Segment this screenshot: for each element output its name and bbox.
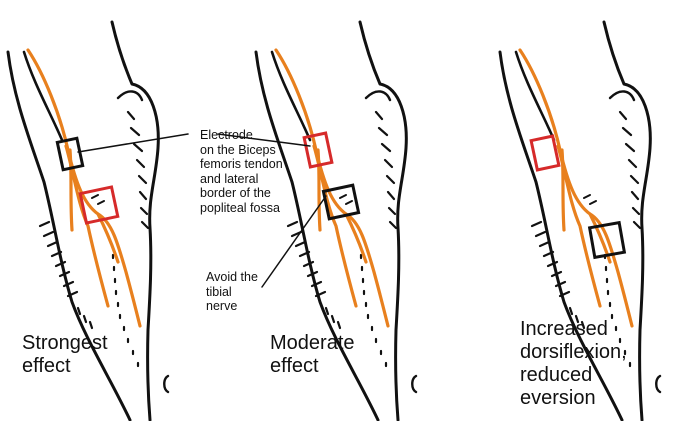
caption-panel-3: Increased dorsiflexion, reduced eversion [520, 318, 627, 410]
electrode-red-upper [531, 136, 559, 170]
caption-panel-1: Strongest effect [22, 332, 108, 378]
caption-panel-2: Moderate effect [270, 332, 355, 378]
avoid-annotation: Avoid the tibial nerve [206, 270, 258, 314]
electrode-annotation: Electrode on the Biceps femoris tendon a… [200, 128, 283, 215]
leader-line-electrode-1 [78, 134, 188, 152]
